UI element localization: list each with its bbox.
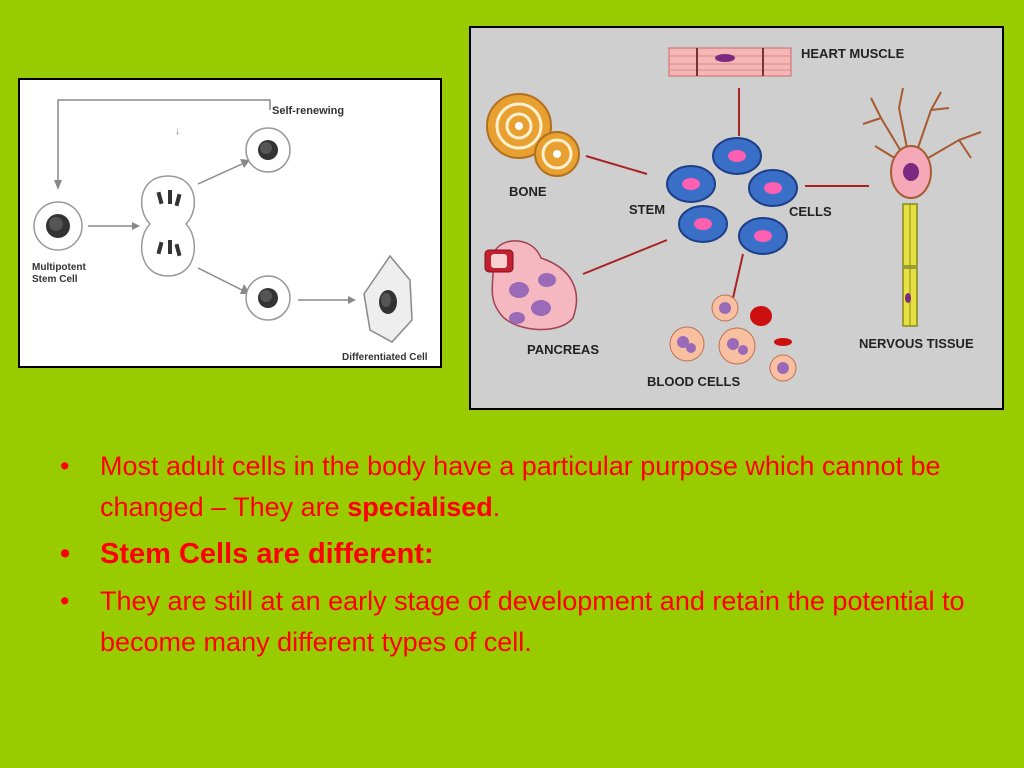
differentiated-label: Differentiated Cell: [342, 352, 428, 363]
heart-muscle-illustration: [668, 47, 792, 77]
progenitor-cell: [245, 275, 291, 321]
stem-cell-division-diagram: ↓ Self-renewing Multipotent Stem Ce: [18, 78, 442, 368]
heart-muscle-label: HEART MUSCLE: [801, 46, 905, 61]
multipotent-label-1: Multipotent: [32, 262, 87, 273]
division-diagram-svg: ↓ Self-renewing Multipotent Stem Ce: [32, 99, 428, 363]
bullet-stem-cells-different: • Stem Cells are different:: [60, 534, 990, 575]
connector-lines: [582, 88, 869, 299]
loop-arrowhead: [54, 180, 62, 190]
dividing-cell: [140, 175, 196, 277]
bullet-1-end: .: [492, 492, 501, 522]
nerve-cell-illustration: [862, 87, 982, 327]
bullet-early-stage: • They are still at an early stage of de…: [60, 581, 990, 663]
arrow-to-self-renew: [197, 163, 243, 185]
stem-cells-cluster: [666, 137, 798, 255]
svg-text:↓: ↓: [175, 126, 180, 137]
multipotent-label-2: Stem Cell: [32, 274, 78, 285]
pancreas-illustration: [484, 240, 578, 331]
bullet-marker: •: [60, 451, 70, 481]
cells-label: CELLS: [789, 204, 832, 219]
bone-illustration: [486, 93, 580, 177]
nervous-tissue-label: NERVOUS TISSUE: [859, 336, 974, 351]
self-renewing-cell: [245, 127, 291, 173]
bullet-specialised: • Most adult cells in the body have a pa…: [60, 446, 990, 528]
bone-label: BONE: [509, 184, 547, 199]
blood-cells-illustration: [669, 294, 797, 382]
multipotent-stem-cell: [33, 201, 83, 251]
bullet-1-text: Most adult cells in the body have a part…: [100, 451, 941, 522]
stem-cell-tissues-diagram: HEART MUSCLE BONE STEM CELLS: [469, 26, 1004, 410]
blood-cells-label: BLOOD CELLS: [647, 374, 740, 389]
differentiated-cell: [363, 254, 413, 343]
bullet-marker: •: [60, 586, 70, 616]
bullet-list: • Most adult cells in the body have a pa…: [60, 446, 990, 669]
bullet-marker: •: [60, 538, 71, 570]
bullet-2-text: Stem Cells are different:: [100, 538, 434, 570]
self-renew-loop-line: [57, 99, 271, 188]
stem-label: STEM: [629, 202, 665, 217]
arrow-to-progenitor: [197, 267, 243, 291]
bullet-3-text: They are still at an early stage of deve…: [100, 586, 965, 657]
self-renewing-label: Self-renewing: [272, 105, 344, 117]
bullet-1-bold: specialised: [347, 492, 493, 522]
tissues-diagram-svg: HEART MUSCLE BONE STEM CELLS: [484, 46, 982, 389]
pancreas-label: PANCREAS: [527, 342, 599, 357]
